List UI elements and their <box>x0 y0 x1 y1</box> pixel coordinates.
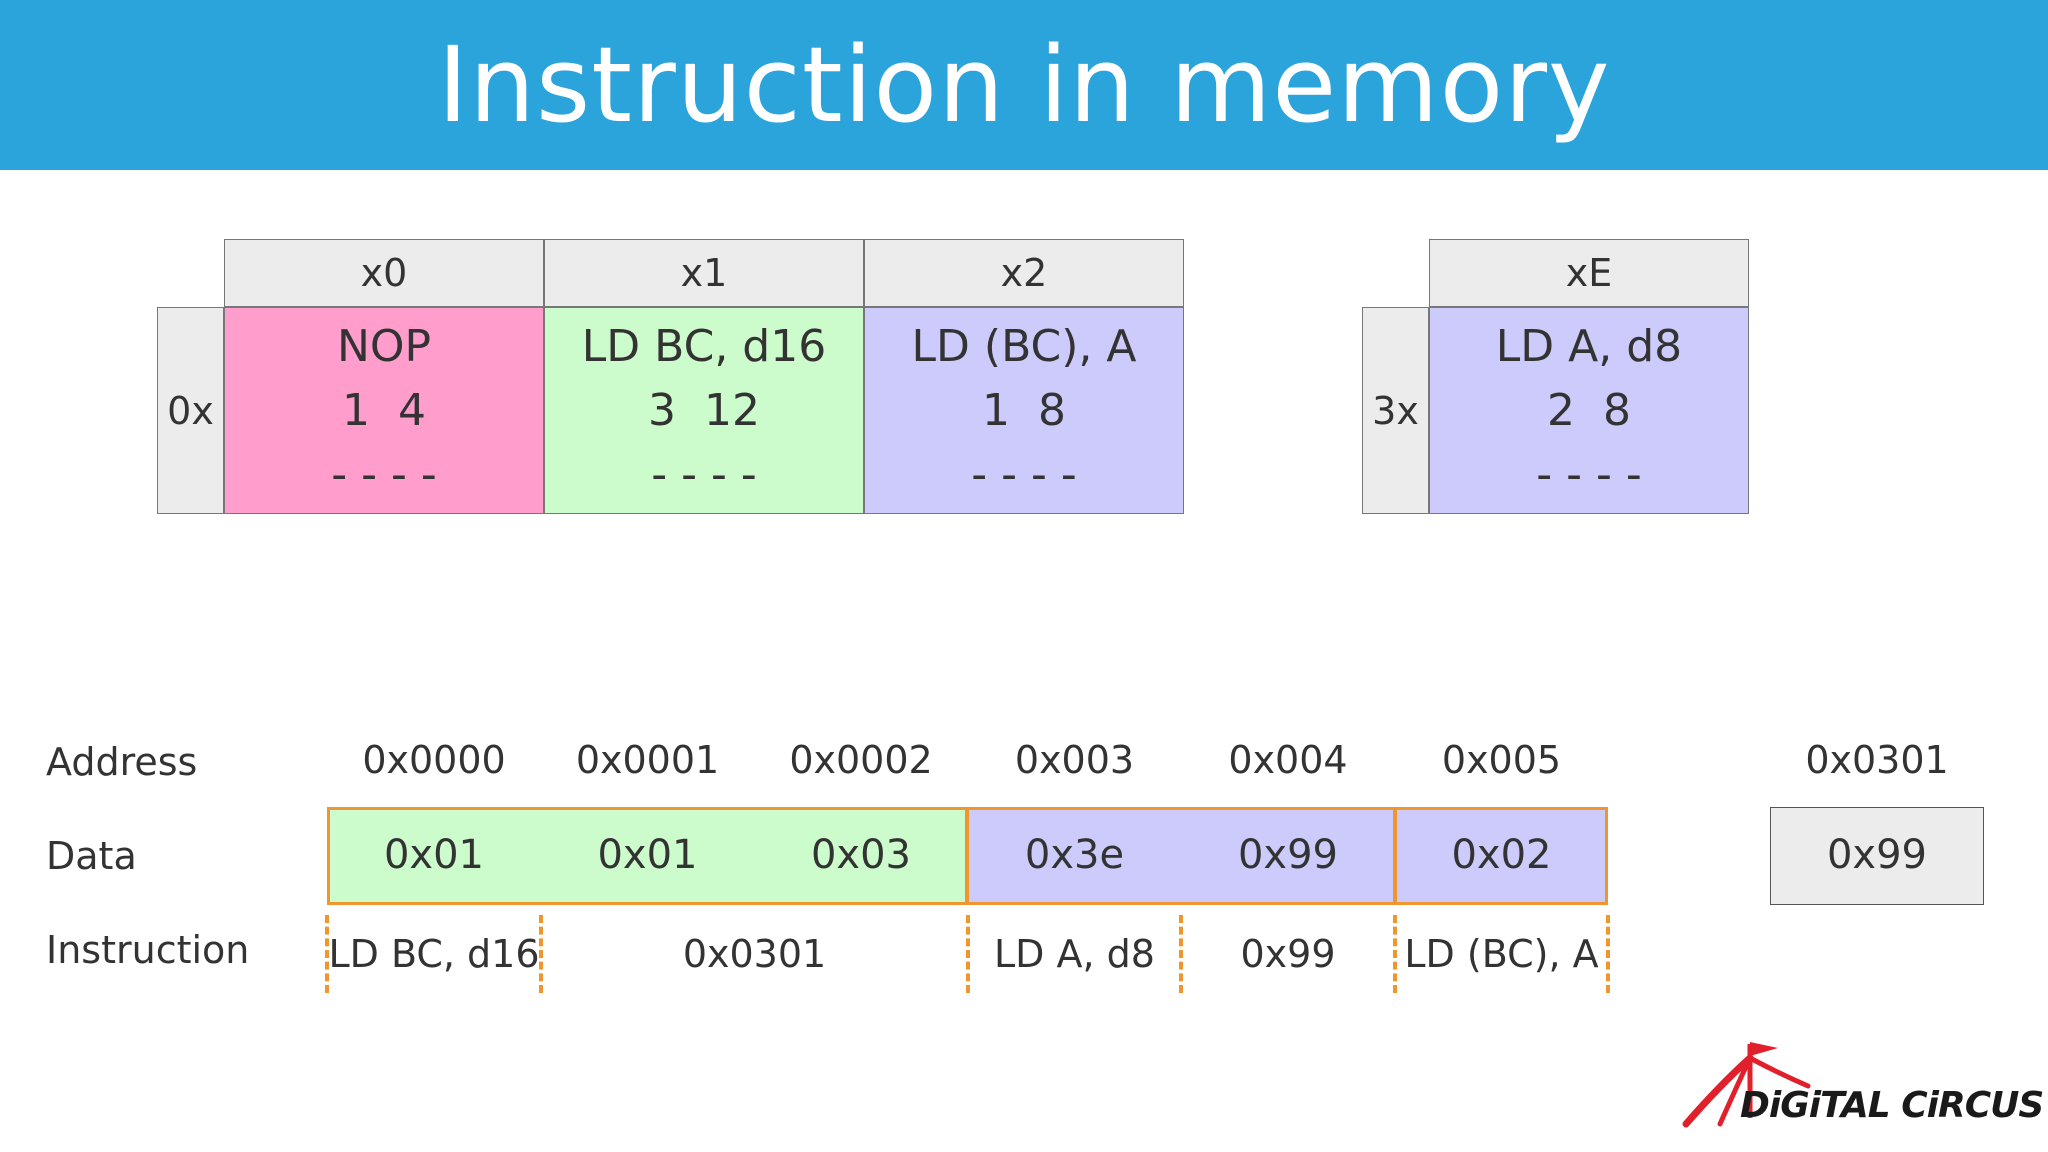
mnemonic: NOP <box>336 320 432 372</box>
instruction-divider <box>1606 915 1610 993</box>
column-header-xe: xE <box>1429 239 1749 307</box>
mnemonic: LD (BC), A <box>911 320 1137 372</box>
title-banner <box>0 0 2048 170</box>
row-header-3x: 3x <box>1362 307 1429 514</box>
address-cell: 0x005 <box>1441 738 1562 782</box>
data-cell: 0x02 <box>1451 832 1552 878</box>
instruction-cell: LD BC, d16 <box>328 932 540 976</box>
timing: 1 8 <box>982 384 1066 436</box>
address-cell: 0x0000 <box>362 738 506 782</box>
logo-wordmark: DiGiTAL CiRCUS <box>1740 1085 2044 1126</box>
column-header-x2: x2 <box>864 239 1184 307</box>
address-cell: 0x003 <box>1014 738 1135 782</box>
column-header-x1: x1 <box>544 239 864 307</box>
instruction-divider <box>1179 915 1183 993</box>
opcode-cell-ld-bc-a: LD (BC), A 1 8 - - - - <box>864 307 1184 514</box>
row-header-0x: 0x <box>157 307 224 514</box>
memory-group-ld-bc-a <box>1394 807 1608 905</box>
instruction-divider <box>966 915 970 993</box>
memory-group-ld-bc <box>327 807 968 905</box>
opcode-cell-ld-a-d8: LD A, d8 2 8 - - - - <box>1429 307 1749 514</box>
flags: - - - - <box>331 448 437 500</box>
mnemonic: LD BC, d16 <box>581 320 827 372</box>
instruction-cell: 0x0301 <box>682 932 827 976</box>
opcode-cell-ld-bc-d16: LD BC, d16 3 12 - - - - <box>544 307 864 514</box>
flags: - - - - <box>651 448 757 500</box>
data-cell: 0x01 <box>597 832 698 878</box>
opcode-cell-nop: NOP 1 4 - - - - <box>224 307 544 514</box>
digital-circus-logo: DiGiTAL CiRCUS <box>1680 1030 2044 1130</box>
address-cell-extra: 0x0301 <box>1805 738 1949 782</box>
instruction-row-label: Instruction <box>46 928 250 972</box>
timing: 2 8 <box>1547 384 1631 436</box>
data-row-label: Data <box>46 834 137 878</box>
column-header-x0: x0 <box>224 239 544 307</box>
instruction-divider <box>325 915 329 993</box>
address-cell: 0x0001 <box>575 738 720 782</box>
instruction-divider <box>1393 915 1397 993</box>
circus-tent-icon <box>1682 1042 1811 1128</box>
mnemonic: LD A, d8 <box>1495 320 1683 372</box>
instruction-cell: LD (BC), A <box>1404 932 1599 976</box>
instruction-divider <box>539 915 543 993</box>
data-cell-extra: 0x99 <box>1826 832 1928 878</box>
data-cell: 0x03 <box>810 832 912 878</box>
memory-cell-extra <box>1770 807 1984 905</box>
flags: - - - - <box>971 448 1077 500</box>
address-cell: 0x004 <box>1228 738 1348 782</box>
address-cell: 0x0002 <box>789 738 933 782</box>
address-row-label: Address <box>46 740 198 784</box>
instruction-cell: LD A, d8 <box>994 932 1155 976</box>
memory-group-ld-a <box>966 807 1396 905</box>
instruction-cell: 0x99 <box>1240 932 1336 976</box>
data-cell: 0x01 <box>383 832 485 878</box>
timing: 1 4 <box>342 384 426 436</box>
data-cell: 0x99 <box>1237 832 1339 878</box>
data-cell: 0x3e <box>1024 832 1125 878</box>
flags: - - - - <box>1536 448 1642 500</box>
timing: 3 12 <box>648 384 760 436</box>
slide-title: Instruction in memory <box>437 24 1611 146</box>
